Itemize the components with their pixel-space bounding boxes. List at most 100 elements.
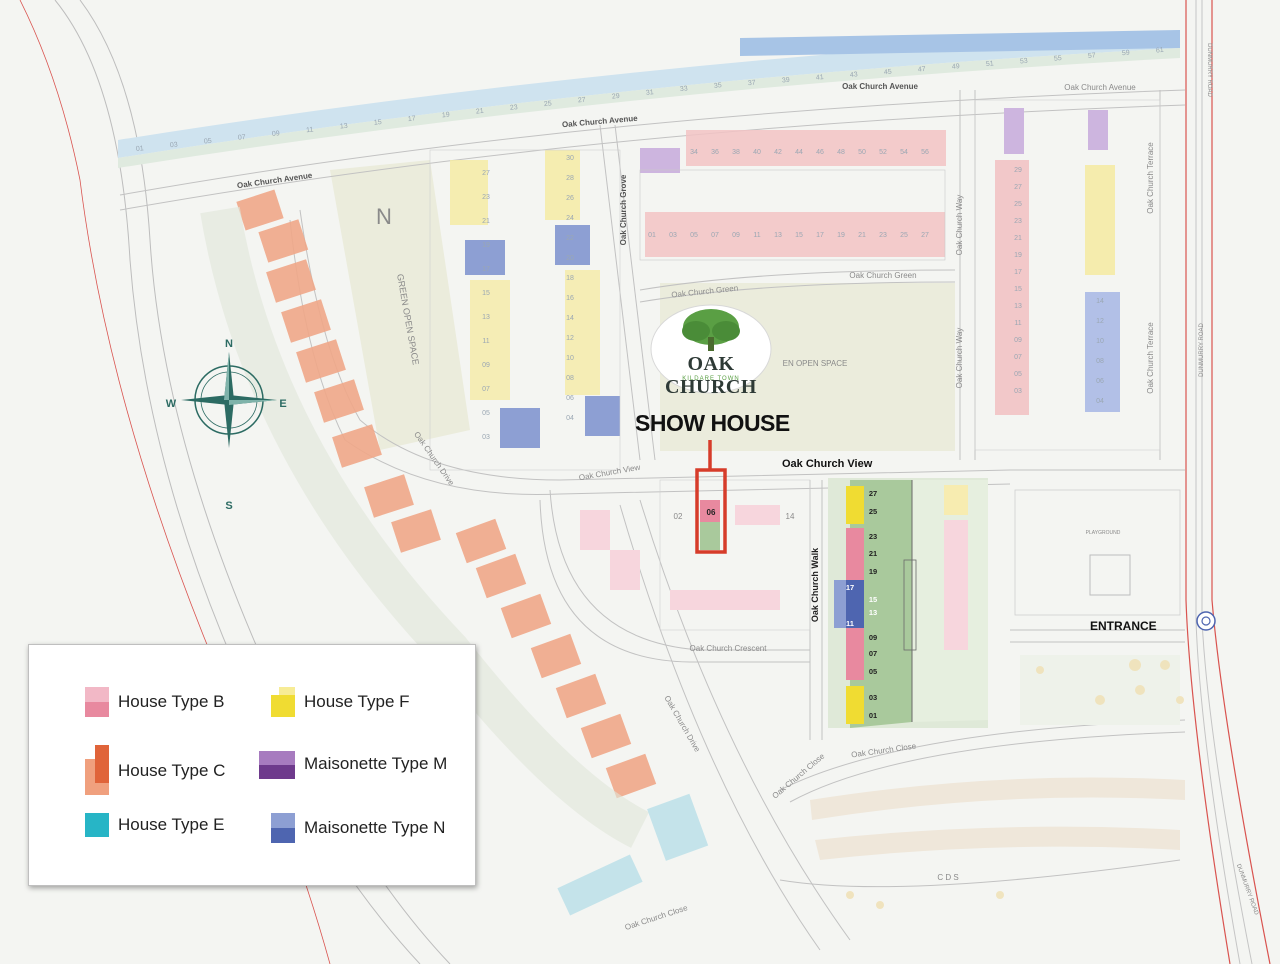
legend-item-maisonette-type-n: Maisonette Type N xyxy=(271,813,445,843)
east-maisonette-plot-10: 10 xyxy=(1096,338,1104,345)
walk-plot-19: 19 xyxy=(869,567,877,576)
show-house-label: SHOW HOUSE xyxy=(635,410,790,436)
legend-item-house-type-c: House Type C xyxy=(85,745,225,797)
label-cds: C D S xyxy=(937,873,958,882)
street-oak-church-terrace-1: Oak Church Terrace xyxy=(1146,142,1155,214)
east-column-plot-09: 09 xyxy=(1014,337,1022,344)
grove-west-plot-09: 09 xyxy=(482,362,490,369)
top-row-plot-13: 13 xyxy=(340,123,349,131)
north-terrace-plot-48: 48 xyxy=(837,149,845,156)
grove-west-plot-07: 07 xyxy=(482,386,490,393)
label-dunmurry-road-1: DUNMURRY ROAD xyxy=(1206,43,1212,97)
walk-plot-27: 27 xyxy=(869,489,877,498)
north-terrace-plot-34: 34 xyxy=(690,149,698,156)
north-terrace-plot-44: 44 xyxy=(795,149,803,156)
top-row-plot-47: 47 xyxy=(918,66,927,74)
grove-west-plot-15: 15 xyxy=(482,290,490,297)
top-row-plot-19: 19 xyxy=(442,112,451,120)
east-maisonette-plot-08: 08 xyxy=(1096,358,1104,365)
east-column-plot-15: 15 xyxy=(1014,286,1022,293)
logo-title: OAK CHURCH xyxy=(665,353,757,398)
east-column-plot-05: 05 xyxy=(1014,371,1022,378)
grove-east-plot-30: 30 xyxy=(566,155,574,162)
south-terrace-plot-03: 03 xyxy=(669,232,677,239)
south-terrace-plot-15: 15 xyxy=(795,232,803,239)
top-row-plot-33: 33 xyxy=(680,85,689,93)
top-row-plot-43: 43 xyxy=(850,71,859,79)
east-column-plot-17: 17 xyxy=(1014,269,1022,276)
walk-plot-21: 21 xyxy=(869,549,877,558)
top-row-plot-29: 29 xyxy=(612,93,621,101)
roundabout-icon xyxy=(1196,611,1216,631)
north-terrace-plot-50: 50 xyxy=(858,149,866,156)
top-row-plot-25: 25 xyxy=(544,100,553,108)
grove-west-plot-21: 21 xyxy=(482,218,490,225)
top-row-plot-27: 27 xyxy=(578,97,587,105)
walk-plot-01: 01 xyxy=(869,711,877,720)
walk-plot-15: 15 xyxy=(869,595,877,604)
street-oak-church-crescent: Oak Church Crescent xyxy=(690,644,768,653)
north-terrace-plot-38: 38 xyxy=(732,149,740,156)
east-column-plot-21: 21 xyxy=(1014,235,1022,242)
legend-label: House Type C xyxy=(118,761,226,780)
oak-church-view-label: Oak Church View xyxy=(782,458,873,470)
maisonette-type-m-swatch xyxy=(259,749,295,779)
legend-item-house-type-e: House Type E xyxy=(85,813,224,837)
south-terrace-plot-07: 07 xyxy=(711,232,719,239)
trees xyxy=(846,659,1184,909)
south-terrace-plot-21: 21 xyxy=(858,232,866,239)
grove-west-plot-03: 03 xyxy=(482,434,490,441)
house-type-b-swatch xyxy=(85,687,109,717)
west-c-type-terrace xyxy=(236,189,657,799)
west-terrace-garden-strip xyxy=(200,206,650,848)
walk-plot-07: 07 xyxy=(869,649,877,658)
street-oak-church-way-2: Oak Church Way xyxy=(955,328,964,389)
top-row-houses xyxy=(118,30,1180,168)
east-parcel xyxy=(1014,489,1181,725)
legend-item-house-type-f: House Type F xyxy=(271,687,410,717)
south-terrace-plot-05: 05 xyxy=(690,232,698,239)
grove-east-plot-20: 20 xyxy=(566,255,574,262)
grove-west-plot-17: 17 xyxy=(482,266,490,273)
east-column-plot-29: 29 xyxy=(1014,167,1022,174)
street-oak-church-green-2: Oak Church Green xyxy=(849,271,916,280)
grove-east-plot-08: 08 xyxy=(566,375,574,382)
north-terrace-plot-52: 52 xyxy=(879,149,887,156)
street-oak-church-way-1: Oak Church Way xyxy=(955,195,964,256)
top-row-plot-31: 31 xyxy=(646,89,655,97)
top-row-plot-15: 15 xyxy=(374,119,383,127)
compass-s: S xyxy=(225,500,232,512)
compass-n: N xyxy=(225,338,233,350)
green-open-space-west xyxy=(330,160,470,450)
label-playground: PLAYGROUND xyxy=(1086,530,1121,536)
top-row-plot-11: 11 xyxy=(306,127,314,135)
grove-east-plot-22: 22 xyxy=(566,235,574,242)
top-row-plot-53: 53 xyxy=(1020,58,1029,66)
south-terrace-plot-01: 01 xyxy=(648,232,656,239)
walk-plot-05: 05 xyxy=(869,667,877,676)
walk-plot-17: 17 xyxy=(846,583,854,592)
north-terrace-plot-56: 56 xyxy=(921,149,929,156)
grove-east-plot-14: 14 xyxy=(566,315,574,322)
street-oak-church-terrace-2: Oak Church Terrace xyxy=(1146,322,1155,394)
top-row-plot-05: 05 xyxy=(204,138,213,146)
grove-east-plot-28: 28 xyxy=(566,175,574,182)
grove-east-plot-06: 06 xyxy=(566,395,574,402)
label-dunmurry-road-2: DUNMURRY ROAD xyxy=(1199,322,1205,376)
south-terrace-plot-11: 11 xyxy=(753,232,760,239)
grove-west-plot-11: 11 xyxy=(482,338,489,345)
top-row-plot-07: 07 xyxy=(238,134,247,142)
east-maisonette-plot-06: 06 xyxy=(1096,378,1104,385)
plot-label-02: 02 xyxy=(674,512,683,521)
street-oak-church-avenue-4: Oak Church Avenue xyxy=(1064,83,1136,92)
north-terrace-plot-36: 36 xyxy=(711,149,719,156)
oak-church-logo: OAK CHURCH KILDARE TOWN xyxy=(644,303,778,398)
south-terrace-plot-23: 23 xyxy=(879,232,887,239)
east-column-plot-11: 11 xyxy=(1014,320,1021,327)
top-row-plot-45: 45 xyxy=(884,69,893,77)
plot-label-14: 14 xyxy=(786,512,795,521)
top-row-plot-59: 59 xyxy=(1122,50,1131,58)
grove-west-plot-13: 13 xyxy=(482,314,490,321)
